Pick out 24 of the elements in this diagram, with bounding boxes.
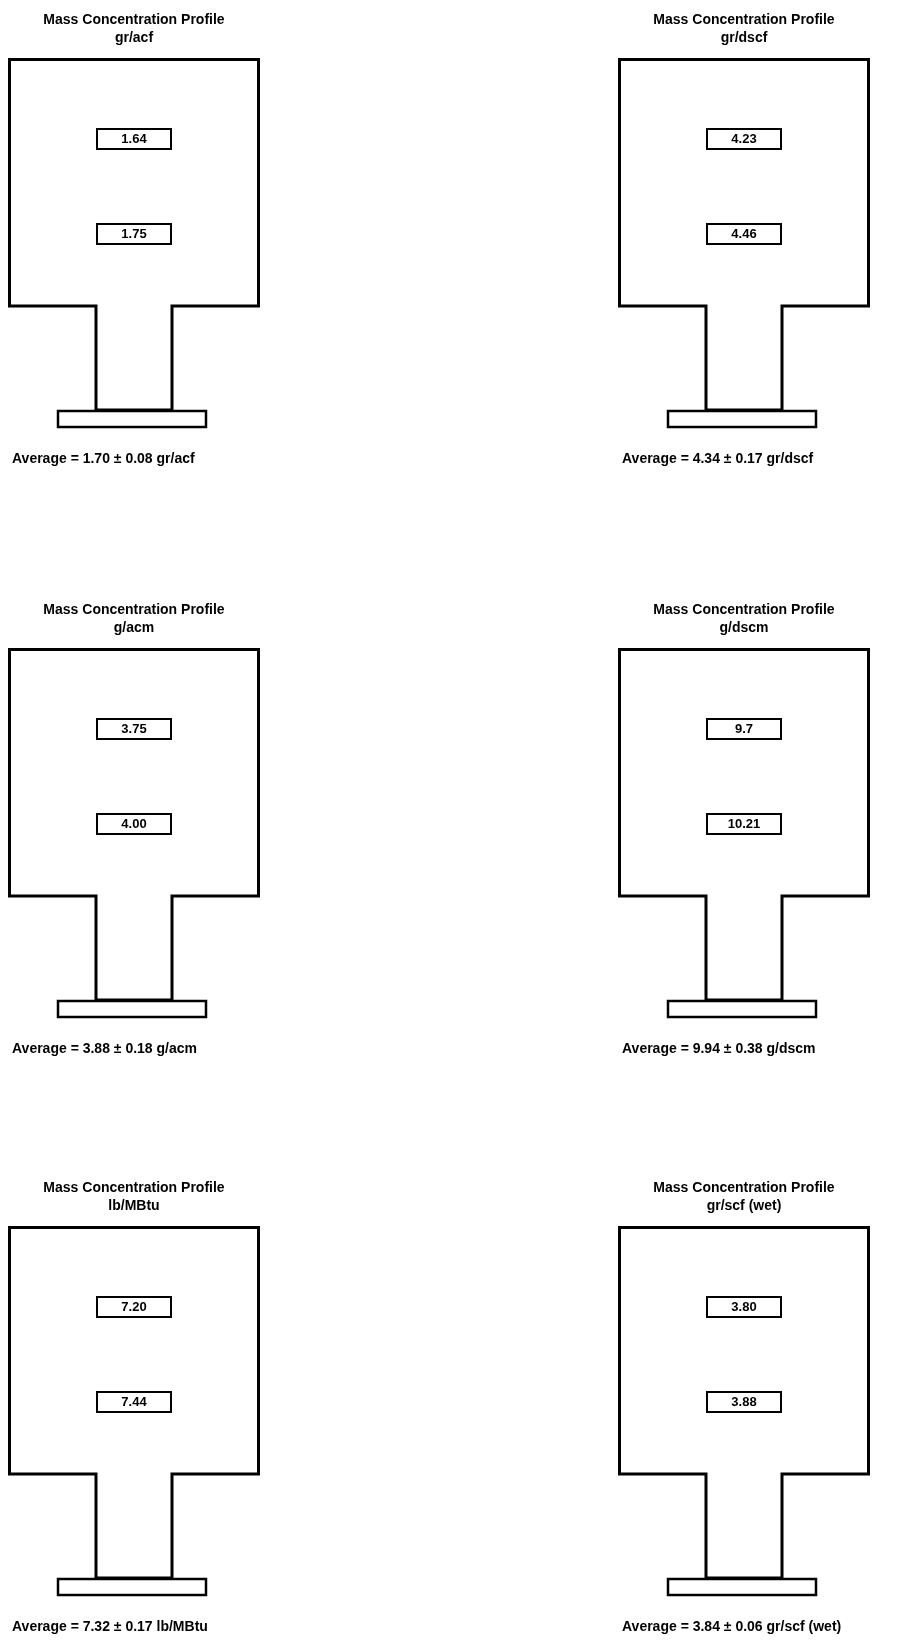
value-box: 4.46 — [706, 223, 782, 245]
average-value: Average = 9.94 ± 0.38 g/dscm — [622, 1040, 816, 1056]
value-box: 7.44 — [96, 1391, 172, 1413]
average-value: Average = 3.88 ± 0.18 g/acm — [12, 1040, 197, 1056]
value-box: 3.75 — [96, 718, 172, 740]
profile-title: Mass Concentration Profile gr/dscf — [652, 10, 836, 46]
profile-title: Mass Concentration Profile g/dscm — [652, 600, 836, 636]
value-box: 10.21 — [706, 813, 782, 835]
profile-title: Mass Concentration Profile g/acm — [42, 600, 226, 636]
value-box: 1.75 — [96, 223, 172, 245]
average-value: Average = 1.70 ± 0.08 gr/acf — [12, 450, 195, 466]
value-box: 4.23 — [706, 128, 782, 150]
value-box: 1.64 — [96, 128, 172, 150]
value-box: 3.80 — [706, 1296, 782, 1318]
profile-title: Mass Concentration Profile gr/acf — [42, 10, 226, 46]
profile-title: Mass Concentration Profile gr/scf (wet) — [652, 1178, 836, 1214]
average-value: Average = 7.32 ± 0.17 lb/MBtu — [12, 1618, 208, 1634]
value-box: 4.00 — [96, 813, 172, 835]
value-box: 9.7 — [706, 718, 782, 740]
value-box: 7.20 — [96, 1296, 172, 1318]
average-value: Average = 3.84 ± 0.06 gr/scf (wet) — [622, 1618, 842, 1634]
average-value: Average = 4.34 ± 0.17 gr/dscf — [622, 450, 814, 466]
profile-title: Mass Concentration Profile lb/MBtu — [42, 1178, 226, 1214]
value-box: 3.88 — [706, 1391, 782, 1413]
